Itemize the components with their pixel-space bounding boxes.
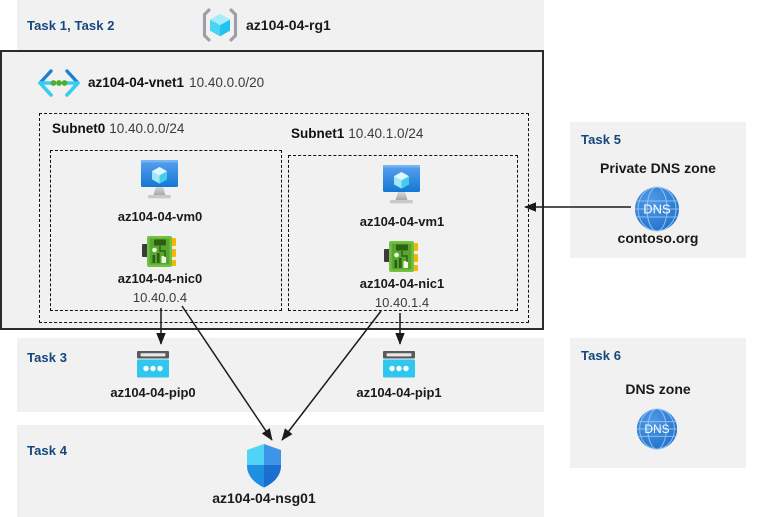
subnet0-vm-container — [50, 150, 282, 311]
network-interface-icon — [384, 240, 421, 274]
dns-globe-icon: DNS — [635, 407, 679, 451]
resource-group-name: az104-04-rg1 — [246, 17, 331, 33]
vm1-name: az104-04-vm1 — [359, 214, 445, 229]
dns-globe-icon: DNS — [633, 185, 681, 233]
pip0-name: az104-04-pip0 — [110, 385, 196, 400]
resource-group-header-panel — [17, 0, 544, 50]
subnet1-cidr: 10.40.1.0/24 — [348, 126, 424, 141]
private-dns-zone-name: contoso.org — [617, 230, 699, 246]
public-ip-address-icon — [381, 350, 417, 380]
task3-label: Task 3 — [27, 350, 68, 365]
nsg-name: az104-04-nsg01 — [212, 490, 316, 506]
network-security-group-shield-icon — [244, 443, 284, 489]
dns-zone-heading: DNS zone — [625, 381, 691, 397]
vm0-name: az104-04-vm0 — [117, 209, 203, 224]
subnet0-name: Subnet0 — [52, 121, 106, 136]
svg-text:DNS: DNS — [643, 202, 671, 217]
public-ip-address-icon — [135, 350, 171, 380]
vnet-title: az104-04-vnet1 10.40.0.0/20 — [88, 75, 264, 90]
virtual-network-icon — [36, 68, 82, 98]
nic0-name: az104-04-nic0 — [117, 271, 203, 286]
network-interface-icon — [142, 235, 179, 269]
subnet0-cidr: 10.40.0.0/24 — [109, 121, 185, 136]
task4-panel — [17, 425, 544, 517]
virtual-machine-icon — [378, 163, 425, 207]
task1-task2-label: Task 1, Task 2 — [27, 18, 115, 33]
pip1-name: az104-04-pip1 — [356, 385, 442, 400]
svg-text:DNS: DNS — [644, 422, 669, 436]
task6-label: Task 6 — [581, 348, 622, 363]
virtual-network-panel — [0, 50, 544, 330]
resource-group-cube-icon — [201, 7, 239, 43]
nic0-private-ip: 10.40.0.4 — [132, 290, 188, 305]
subnet1-vm-container — [288, 155, 518, 311]
task4-label: Task 4 — [27, 443, 68, 458]
vnet-name: az104-04-vnet1 — [88, 75, 185, 90]
task5-label: Task 5 — [581, 132, 622, 147]
subnet1-name: Subnet1 — [291, 126, 345, 141]
task3-panel — [17, 338, 544, 412]
vnet-address-space: 10.40.0.0/20 — [189, 75, 265, 90]
nic1-private-ip: 10.40.1.4 — [374, 295, 430, 310]
virtual-machine-icon — [136, 158, 183, 202]
nic1-name: az104-04-nic1 — [359, 276, 445, 291]
private-dns-zone-heading: Private DNS zone — [600, 160, 716, 176]
